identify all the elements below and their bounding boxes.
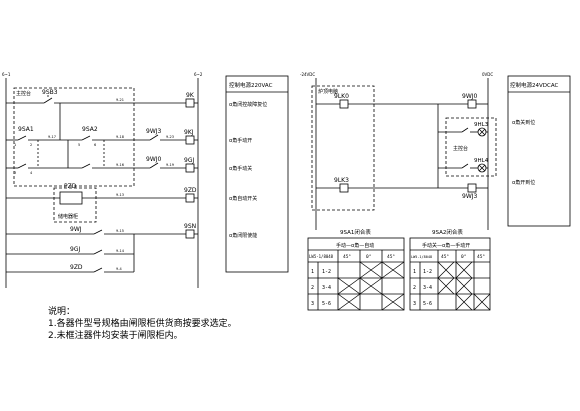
close-mark [473, 293, 491, 311]
close-mark [455, 261, 473, 279]
host-box-label: 主控台 [16, 90, 31, 97]
sa1-table-title: 9SA1闭合表 [340, 228, 371, 236]
wire-number: 9-17 [48, 135, 56, 139]
panel2-item: α角开到位 [512, 179, 535, 186]
contact-number: 1 [14, 143, 16, 147]
r-wj3-label: 9WJ3 [462, 193, 478, 200]
wire-number: 9-14 [116, 249, 125, 253]
pzd-label: PZD [64, 183, 77, 190]
zd-label: 9ZD [70, 264, 83, 271]
wire-number: 9-15 [116, 229, 124, 233]
wire-number: 9-16 [116, 163, 124, 167]
panel1-item: α角手动开 [229, 137, 252, 144]
lk3-label: 9LK3 [334, 177, 349, 184]
sa2-table-header-label: 手动关—α角—手动开 [422, 242, 470, 249]
sa2-col-header: 45° [441, 254, 449, 260]
sa2-row-contacts: 5-6 [423, 301, 432, 307]
close-mark [381, 261, 405, 279]
sa1-close-marks [337, 261, 405, 311]
wj3-label: 9WJ3 [146, 128, 162, 135]
close-mark [381, 293, 405, 311]
close-mark [337, 293, 361, 311]
sa2-close-marks [437, 261, 491, 311]
coil-label: 9K [186, 92, 195, 99]
contact-number: 2 [30, 143, 32, 147]
sa2-row-index: 1 [413, 269, 416, 275]
sa1-row-contacts: 3-4 [322, 285, 331, 291]
coil-label: 9SN [184, 223, 196, 230]
contact-number: 3 [14, 171, 16, 175]
contact-number: 5 [78, 143, 80, 147]
panel1-header: 控制电源220VAC [229, 81, 273, 89]
pzd-note: 储电器柜 [58, 213, 78, 220]
protect-box-label: 炉顶电脑 [318, 88, 338, 95]
left-rail-label: 6~1 [2, 72, 11, 77]
notes-line: 1.各器件型号规格由闸限柜供货商按要求选定。 [48, 319, 237, 329]
panel1-item: α角手动关 [229, 165, 252, 172]
lk0-label: 9LK0 [334, 93, 349, 100]
hl4-label: 9HL4 [474, 158, 489, 164]
sa2-row-contacts: 1-2 [423, 269, 432, 275]
coil-label: 9ZD [184, 187, 197, 194]
close-mark [359, 261, 383, 279]
gj-label: 9GJ [70, 246, 80, 253]
panel1-item: α角自动开关 [229, 195, 257, 202]
close-mark [437, 277, 455, 295]
dc-zero-rail-label: 0VDC [482, 72, 493, 77]
panel2-item: α角关到位 [512, 119, 535, 126]
hl3-label: 9HL3 [474, 122, 489, 128]
sa2-row-index: 2 [413, 285, 416, 291]
sa1-label: 9SA1 [18, 126, 34, 133]
panel2-header: 控制电源24VDCAC [510, 81, 559, 89]
contact-number: 4 [30, 171, 33, 175]
wj-label: 9WJ [70, 226, 82, 233]
wire-number: 9-19 [166, 163, 174, 167]
sa2-label: 9SA2 [82, 126, 98, 133]
wire-number: 9-4 [116, 267, 122, 271]
r-host-box-label: 主控台 [453, 145, 468, 152]
close-mark [455, 277, 473, 295]
r-wj0-label: 9WJ0 [462, 93, 478, 100]
sa1-col-header: 0° [366, 254, 372, 260]
sa2-col-header: 0° [461, 254, 467, 260]
contact-number: 6 [94, 143, 96, 147]
panel1-item: α角闭控故障复位 [229, 101, 267, 108]
sa2-row-contacts: 3-4 [423, 285, 432, 291]
sa2-table-title: 9SA2闭合表 [432, 228, 463, 236]
notes-heading: 说明： [48, 307, 76, 317]
sa1-row-index: 3 [311, 301, 314, 307]
notes-line: 2.未框注器件均安装于闸限柜内。 [48, 331, 183, 341]
sa1-row-contacts: 5-6 [322, 301, 331, 307]
sa1-col-header: 45° [343, 254, 351, 260]
sb3-label: 9SB3 [42, 89, 58, 96]
wire-number: 9-23 [166, 135, 174, 139]
sa1-row-index: 1 [311, 269, 314, 275]
right-rail-label: 6~2 [194, 72, 203, 77]
close-mark [437, 261, 455, 279]
sa1-row-index: 2 [311, 285, 314, 291]
sa2-row-index: 3 [413, 301, 416, 307]
sa1-row-contacts: 1-2 [322, 269, 331, 275]
dc-neg-rail-label: -24VDC [300, 72, 315, 77]
sa2-col-header: 45° [477, 254, 485, 260]
wire-number: 9-18 [116, 135, 124, 139]
wire-number: 9-21 [116, 98, 124, 102]
sa1-table-header-label: 手动—α角—自动 [336, 242, 374, 249]
wj0-label: 9WJ0 [146, 156, 162, 163]
sa2-col-header: LW5-1/8048 [411, 255, 432, 259]
sa1-col-header: 45° [387, 254, 395, 260]
coil-label: 9KJ [184, 129, 194, 136]
notes-block: 说明： 1.各器件型号规格由闸限柜供货商按要求选定。 2.未框注器件均安装于闸限… [48, 306, 237, 342]
close-mark [337, 277, 361, 295]
wire-number: 9-13 [116, 193, 124, 197]
close-mark [359, 277, 383, 295]
sa1-col-header: LW5-1/8048 [309, 254, 334, 259]
panel1-item: α角闭限使能 [229, 232, 257, 239]
close-mark [455, 293, 473, 311]
coil-label: 9GJ [184, 157, 194, 164]
